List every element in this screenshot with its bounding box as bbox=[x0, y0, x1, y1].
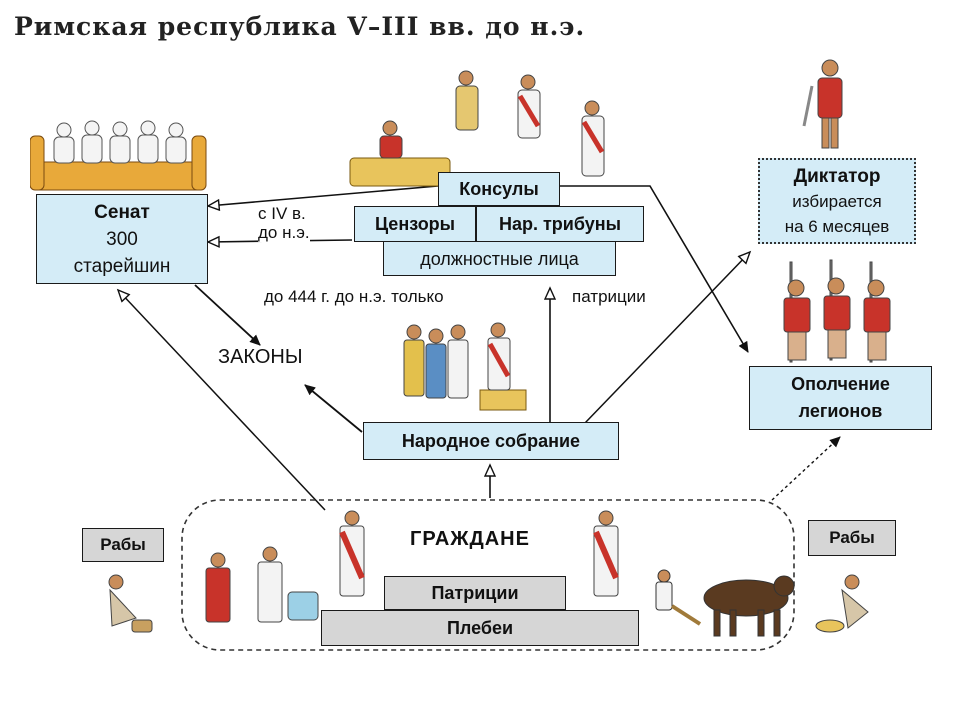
since-iv-line1: с IV в. bbox=[258, 204, 306, 223]
since-iv-line2: до н.э. bbox=[258, 223, 310, 242]
slaves-left-box: Рабы bbox=[82, 528, 164, 562]
officials-label: должностные лица bbox=[420, 249, 579, 269]
assembly-label: Народное собрание bbox=[401, 431, 581, 451]
patricians-box: Патриции bbox=[384, 576, 566, 610]
militia-line1: Ополчение bbox=[791, 374, 890, 394]
patricians-only-left: до 444 г. до н.э. только bbox=[264, 287, 444, 306]
dictator-title: Диктатор bbox=[793, 166, 881, 187]
assembly-illustration bbox=[403, 322, 527, 411]
slave-left-illustration bbox=[108, 574, 153, 633]
arrow-consuls-to-senate bbox=[208, 185, 439, 206]
arrow-consuls-to-militia bbox=[560, 185, 749, 353]
citizens-group-outline bbox=[181, 499, 795, 651]
tribunes-box: Нар. трибуны bbox=[476, 206, 644, 242]
diagram-title: Римская республика V–III вв. до н.э. bbox=[14, 12, 586, 41]
officials-illustration bbox=[349, 70, 605, 187]
plebeians-label: Плебеи bbox=[446, 618, 514, 638]
since-iv-label: с IV в. до н.э. bbox=[258, 204, 310, 242]
militia-line2: легионов bbox=[798, 401, 883, 421]
slaves-left-label: Рабы bbox=[100, 535, 146, 554]
patricians-label: Патриции bbox=[431, 583, 519, 603]
laws-label: ЗАКОНЫ bbox=[218, 346, 303, 368]
patricians-only-right: патриции bbox=[572, 287, 646, 306]
consuls-box: Консулы bbox=[438, 172, 560, 206]
arrow-assembly-to-dictator bbox=[584, 252, 750, 424]
senate-title: Сенат bbox=[94, 202, 150, 223]
consuls-label: Консулы bbox=[459, 179, 539, 199]
plow-illustration bbox=[655, 569, 795, 637]
dictator-line3: на 6 месяцев bbox=[784, 217, 890, 236]
arrow-assembly-to-laws bbox=[304, 384, 363, 433]
slaves-right-label: Рабы bbox=[829, 528, 875, 547]
plebeians-box: Плебеи bbox=[321, 610, 639, 646]
arrow-senate-to-laws bbox=[194, 284, 261, 346]
arrow-citizens-to-senate bbox=[118, 290, 326, 511]
slave-right-illustration bbox=[815, 574, 869, 633]
senate-count: 300 bbox=[106, 229, 138, 250]
censors-box: Цензоры bbox=[354, 206, 476, 242]
senate-desc: старейшин bbox=[73, 256, 171, 277]
senate-illustration bbox=[30, 120, 207, 191]
assembly-box: Народное собрание bbox=[363, 422, 619, 460]
arrow-citizens-to-militia bbox=[771, 436, 841, 501]
citizens-illustration bbox=[205, 510, 619, 623]
militia-box: Ополчение легионов bbox=[749, 366, 932, 430]
senate-box: Сенат 300 старейшин bbox=[36, 194, 208, 284]
legion-illustration bbox=[783, 259, 891, 363]
dictator-line2: избирается bbox=[792, 192, 882, 211]
slaves-right-box: Рабы bbox=[808, 520, 896, 556]
censors-label: Цензоры bbox=[374, 214, 456, 234]
officials-box: должностные лица bbox=[383, 240, 616, 276]
dictator-box: Диктатор избирается на 6 месяцев bbox=[758, 158, 916, 244]
tribunes-label: Нар. трибуны bbox=[498, 214, 622, 234]
dictator-illustration bbox=[802, 59, 843, 149]
citizens-label: ГРАЖДАНЕ bbox=[410, 528, 530, 550]
